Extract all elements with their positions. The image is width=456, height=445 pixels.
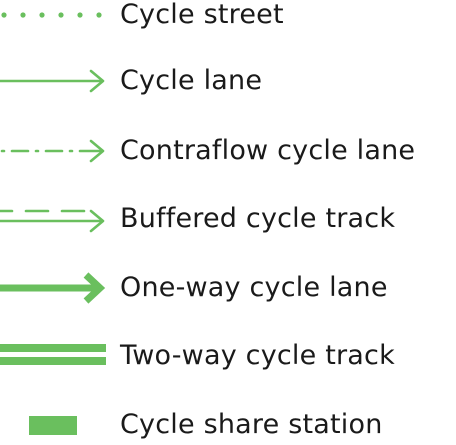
double-thick-line-icon: [0, 344, 106, 365]
dash-dot-arrow-icon: [0, 139, 105, 163]
legend-item-cycle-lane: Cycle lane: [0, 61, 456, 101]
arrow-line-icon: [0, 69, 105, 93]
legend-label: Cycle lane: [120, 65, 263, 96]
legend-item-two-way-cycle-track: Two-way cycle track: [0, 336, 456, 376]
legend-label: Two-way cycle track: [120, 340, 395, 371]
legend-label: Buffered cycle track: [120, 203, 396, 234]
dotted-line-icon: [1, 12, 102, 18]
thick-arrow-icon: [0, 272, 106, 304]
legend-item-buffered-cycle-track: Buffered cycle track: [0, 199, 456, 239]
legend-item-cycle-share-station: Cycle share station: [0, 405, 456, 445]
legend-item-contraflow-cycle-lane: Contraflow cycle lane: [0, 131, 456, 171]
legend-item-one-way-cycle-lane: One-way cycle lane: [0, 268, 456, 308]
legend-label: Contraflow cycle lane: [120, 135, 416, 166]
legend-label: Cycle street: [120, 0, 284, 30]
legend-label: Cycle share station: [120, 409, 383, 440]
legend-item-cycle-street: Cycle street: [0, 0, 456, 35]
rectangle-icon: [29, 416, 77, 435]
legend-label: One-way cycle lane: [120, 272, 388, 303]
dashed-double-arrow-icon: [0, 209, 105, 233]
